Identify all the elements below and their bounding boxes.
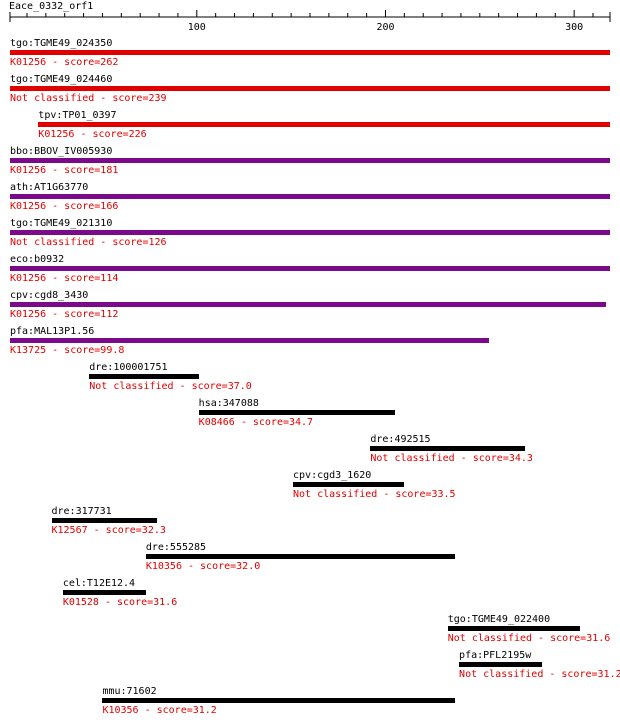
hit-score-label[interactable]: K01256 - score=262 — [10, 57, 119, 68]
hit-score-label[interactable]: K13725 - score=99.8 — [10, 345, 125, 356]
hit-alignment-bar[interactable] — [10, 158, 610, 163]
hit-score-label[interactable]: K01528 - score=31.6 — [62, 597, 178, 608]
hit-score-label[interactable]: Not classified - score=31.2 — [459, 669, 620, 680]
hit-score-label[interactable]: K01256 - score=226 — [38, 129, 147, 140]
hit-name[interactable]: eco:b0932 — [10, 254, 65, 265]
hit-alignment-bar[interactable] — [10, 266, 610, 271]
hit-score-label[interactable]: K12567 - score=32.3 — [51, 525, 166, 536]
hit-alignment-bar[interactable] — [10, 302, 607, 307]
hit-score-label[interactable]: K01256 - score=114 — [10, 273, 119, 284]
hit-alignment-bar[interactable] — [102, 698, 456, 703]
hit-name[interactable]: dre:317731 — [51, 506, 112, 517]
hit-alignment-bar[interactable] — [459, 662, 543, 667]
hit-score-label[interactable]: Not classified - score=126 — [10, 237, 167, 248]
hit-name[interactable]: cpv:cgd8_3430 — [10, 290, 89, 301]
hit-alignment-bar[interactable] — [10, 50, 610, 55]
hit-alignment-bar[interactable] — [38, 122, 610, 127]
hit-name[interactable]: tgo:TGME49_024460 — [10, 74, 113, 85]
hit-alignment-bar[interactable] — [62, 590, 146, 595]
hit-name[interactable]: ath:AT1G63770 — [10, 182, 89, 193]
ruler-tick-label: 100 — [188, 22, 206, 30]
hit-name[interactable]: cel:T12E12.4 — [62, 578, 136, 589]
hit-score-label[interactable]: Not classified - score=37.0 — [89, 381, 252, 392]
position-ruler: 100 200 300 — [9, 10, 611, 30]
hit-score-label[interactable]: Not classified - score=33.5 — [293, 489, 456, 500]
hit-alignment-bar[interactable] — [89, 374, 199, 379]
ruler-tick-label: 300 — [565, 22, 583, 30]
hit-alignment-bar[interactable] — [145, 554, 456, 559]
hit-name[interactable]: hsa:347088 — [198, 398, 259, 409]
hit-score-label[interactable]: Not classified - score=34.3 — [370, 453, 533, 464]
hit-score-label[interactable]: K01256 - score=112 — [10, 309, 119, 320]
hit-name[interactable]: tgo:TGME49_024350 — [10, 38, 113, 49]
hit-score-label[interactable]: K08466 - score=34.7 — [198, 417, 314, 428]
hit-score-label[interactable]: K01256 - score=166 — [10, 201, 119, 212]
hit-name[interactable]: bbo:BBOV_IV005930 — [10, 146, 113, 157]
hit-alignment-bar[interactable] — [51, 518, 158, 523]
hit-name[interactable]: tgo:TGME49_021310 — [10, 218, 113, 229]
hit-score-label[interactable]: K01256 - score=181 — [10, 165, 119, 176]
ruler-tick-label: 200 — [376, 22, 394, 30]
hit-alignment-bar[interactable] — [10, 338, 490, 343]
hit-score-label[interactable]: Not classified - score=239 — [10, 93, 167, 104]
hit-score-label[interactable]: K10356 - score=31.2 — [102, 705, 217, 716]
hit-name[interactable]: tpv:TP01_0397 — [38, 110, 117, 121]
hit-score-label[interactable]: Not classified - score=31.6 — [447, 633, 611, 644]
hit-alignment-bar[interactable] — [293, 482, 405, 487]
hit-alignment-bar[interactable] — [198, 410, 395, 415]
hit-name[interactable]: mmu:71602 — [102, 686, 157, 697]
hit-alignment-bar[interactable] — [447, 626, 580, 631]
hit-name[interactable]: dre:555285 — [145, 542, 207, 553]
hit-alignment-bar[interactable] — [370, 446, 526, 451]
hit-alignment-bar[interactable] — [10, 86, 610, 91]
query-title: Eace_0332_orf1 — [9, 1, 94, 12]
hit-alignment-bar[interactable] — [10, 194, 610, 199]
hit-name[interactable]: cpv:cgd3_1620 — [293, 470, 372, 481]
hit-alignment-bar[interactable] — [10, 230, 610, 235]
hit-name[interactable]: dre:492515 — [370, 434, 431, 445]
hit-score-label[interactable]: K10356 - score=32.0 — [145, 561, 261, 572]
hit-name[interactable]: pfa:PFL2195w — [459, 650, 532, 661]
hit-name[interactable]: tgo:TGME49_022400 — [447, 614, 551, 625]
hit-name[interactable]: dre:100001751 — [89, 362, 168, 373]
hit-name[interactable]: pfa:MAL13P1.56 — [10, 326, 95, 337]
